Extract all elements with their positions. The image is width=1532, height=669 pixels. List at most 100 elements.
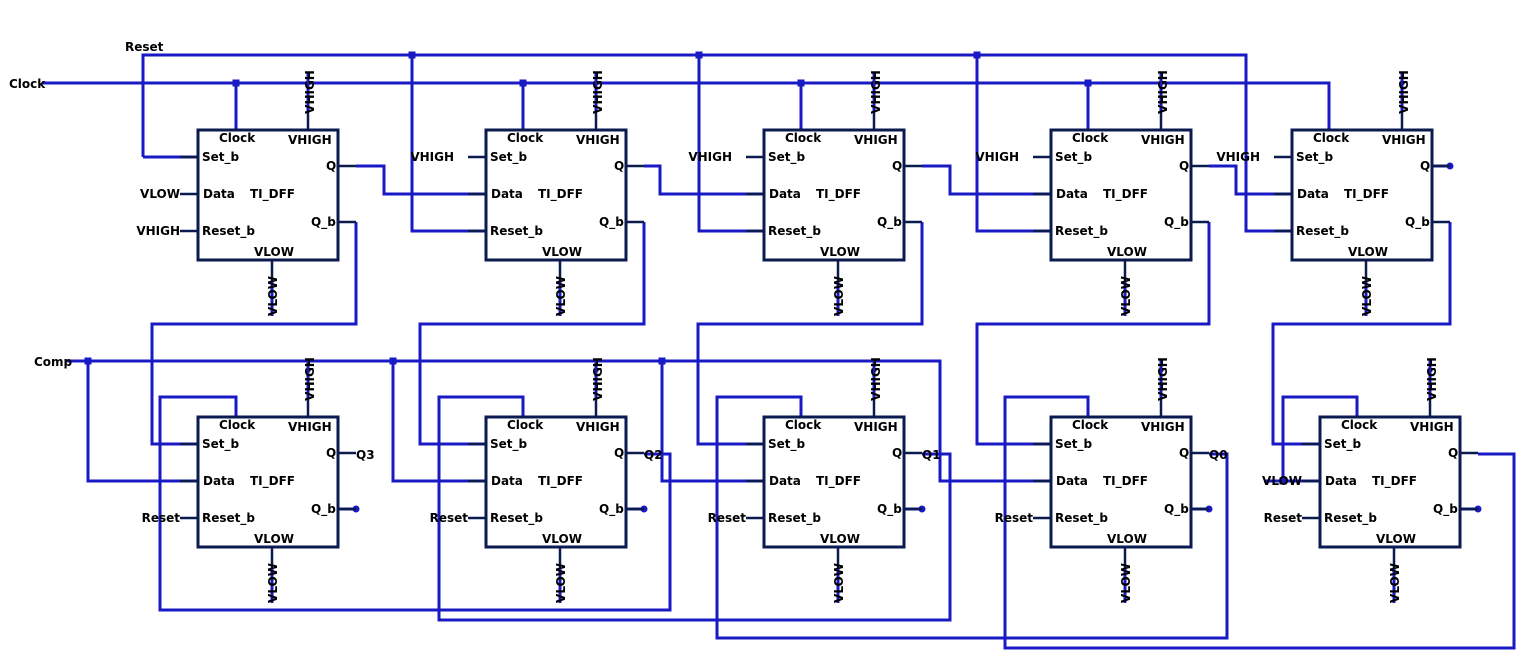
bottom-dff-4-data-label: Data — [1325, 474, 1357, 488]
top-dff-4-clock-label: Clock — [1313, 131, 1350, 145]
bottom-dff-2-reset-b-label: Reset_b — [768, 511, 821, 526]
q-chain-1 — [644, 164, 764, 196]
qb-to-set-2 — [696, 222, 924, 446]
bottom-dff-2-q-label: Q — [892, 446, 902, 460]
q-chain-2 — [922, 164, 1051, 196]
bottom-dff-0-vhigh-label: VHIGH — [288, 420, 332, 434]
top-dff-4-vlow-label: VLOW — [1348, 245, 1388, 259]
top-dff-2-vlow-label: VLOW — [820, 245, 860, 259]
bottom-dff-3-vlow-label: VLOW — [1107, 532, 1147, 546]
bottom-dff-4-data-ext: VLOW — [1262, 474, 1302, 488]
bottom-dff-2-vlow-rail-label: VLOW — [832, 563, 846, 603]
top-dff-3-set-b-ext: VHIGH — [975, 150, 1019, 164]
bottom-dff-0-q-label: Q — [326, 446, 336, 460]
bottom-dff-1-reset-b-label: Reset_b — [490, 511, 543, 526]
bottom-dff-3-q-b-label: Q_b — [1164, 502, 1189, 517]
clk-loop-3 — [1003, 395, 1516, 650]
top-dff-4-reset-b-label: Reset_b — [1296, 224, 1349, 239]
bottom-dff-4-vlow-label: VLOW — [1376, 532, 1416, 546]
bottom-dff-2-clock-label: Clock — [785, 418, 822, 432]
bottom-dff-2-vlow-label: VLOW — [820, 532, 860, 546]
bottom-dff-4-vlow-rail-label: VLOW — [1388, 563, 1402, 603]
bottom-dff-2-data-label: Data — [769, 474, 801, 488]
top-dff-0-vhigh-label: VHIGH — [288, 133, 332, 147]
top-dff-4-vlow-rail-label: VLOW — [1360, 276, 1374, 316]
top-dff-4-vhigh-label: VHIGH — [1382, 133, 1426, 147]
top-dff-1-set-b-label: Set_b — [490, 150, 528, 165]
bottom-dff-4-set-b-label: Set_b — [1324, 437, 1362, 452]
bottom-dff-3-q-label: Q — [1179, 446, 1189, 460]
bottom-dff-1-cell-name: TI_DFF — [538, 474, 583, 489]
top-dff-3-vlow-rail-label: VLOW — [1119, 276, 1133, 316]
reset-drop-1 — [410, 55, 486, 233]
bottom-dff-0-vlow-label: VLOW — [254, 532, 294, 546]
top-dff-0-reset-b-label: Reset_b — [202, 224, 255, 239]
bottom-dff-1-vlow-label: VLOW — [542, 532, 582, 546]
bottom-dff-0-clock-label: Clock — [219, 418, 256, 432]
bottom-dff-2-vhigh-label: VHIGH — [854, 420, 898, 434]
bottom-dff-0-set-b-label: Set_b — [202, 437, 240, 452]
bottom-dff-0-cell-name: TI_DFF — [250, 474, 295, 489]
bottom-dff-4-q-b-label: Q_b — [1433, 502, 1458, 517]
clock-junction-1 — [519, 79, 527, 87]
bottom-dff-3-data-label: Data — [1056, 474, 1088, 488]
clock-net-label: Clock — [9, 77, 46, 91]
bottom-dff-1-q-out-label: Q2 — [644, 448, 663, 462]
top-dff-2-cell-name: TI_DFF — [816, 187, 861, 202]
top-dff-0-data-label: Data — [203, 187, 235, 201]
bottom-dff-2-q-b-label: Q_b — [877, 502, 902, 517]
bottom-dff-3-reset-b-label: Reset_b — [1055, 511, 1108, 526]
top-dff-0-reset-b-ext: VHIGH — [136, 224, 180, 238]
reset-net — [141, 53, 1292, 233]
top-dff-1-vhigh-rail-label: VHIGH — [591, 70, 605, 114]
bottom-dff-1-reset-b-ext: Reset — [430, 511, 469, 525]
comp-net-label: Comp — [34, 355, 73, 369]
bottom-dff-1-data-label: Data — [491, 474, 523, 488]
top-dff-0-vlow-label: VLOW — [254, 245, 294, 259]
top-dff-2-data-label: Data — [769, 187, 801, 201]
bottom-dff-3-q-out-label: Q0 — [1209, 448, 1228, 462]
top-dff-3-clock-label: Clock — [1072, 131, 1109, 145]
top-dff-3-vlow-label: VLOW — [1107, 245, 1147, 259]
bottom-dff-1 — [468, 399, 644, 569]
wires-layer — [42, 51, 1516, 650]
bottom-dff-2-reset-b-ext: Reset — [708, 511, 747, 525]
top-dff-1-set-b-ext: VHIGH — [410, 150, 454, 164]
top-dff-0-set-b-label: Set_b — [202, 150, 240, 165]
bottom-dff-3 — [1033, 399, 1209, 569]
bottom-dff-1-q-b-label: Q_b — [599, 502, 624, 517]
top-dff-4-q-label: Q — [1420, 159, 1430, 173]
bottom-dff-1-clock-label: Clock — [507, 418, 544, 432]
top-dff-4-set-b-label: Set_b — [1296, 150, 1334, 165]
bottom-dff-1-q-label: Q — [614, 446, 624, 460]
top-dff-2-vhigh-rail-label: VHIGH — [869, 70, 883, 114]
top-dff-3-data-label: Data — [1056, 187, 1088, 201]
clk-loop-2 — [715, 395, 1229, 640]
top-dff-2-vhigh-label: VHIGH — [854, 133, 898, 147]
top-dff-1-data-label: Data — [491, 187, 523, 201]
top-dff-4-vhigh-rail-label: VHIGH — [1397, 70, 1411, 114]
bottom-dff-4-cell-name: TI_DFF — [1372, 474, 1417, 489]
top-dff-2-vlow-rail-label: VLOW — [832, 276, 846, 316]
bottom-dff-0-q-b-label: Q_b — [311, 502, 336, 517]
bottom-dff-0-data-label: Data — [203, 474, 235, 488]
bottom-dff-3-set-b-label: Set_b — [1055, 437, 1093, 452]
top-dff-3-cell-name: TI_DFF — [1103, 187, 1148, 202]
comp-drop-2 — [660, 361, 764, 483]
top-dff-0-vlow-rail-label: VLOW — [266, 276, 280, 316]
top-dff-2-q-b-label: Q_b — [877, 215, 902, 230]
clock-junction-0 — [232, 79, 240, 87]
bottom-dff-1-vlow-rail-label: VLOW — [554, 563, 568, 603]
top-dff-1-q-b-label: Q_b — [599, 215, 624, 230]
reset-drop-3 — [975, 55, 1051, 233]
bottom-dff-2 — [746, 399, 922, 569]
top-dff-3-set-b-label: Set_b — [1055, 150, 1093, 165]
top-dff-0-q-label: Q — [326, 159, 336, 173]
clock-junction-3 — [1084, 79, 1092, 87]
top-dff-4-q-b-label: Q_b — [1405, 215, 1430, 230]
bottom-dff-1-vhigh-label: VHIGH — [576, 420, 620, 434]
bottom-dff-2-q-out-label: Q1 — [922, 448, 941, 462]
comp-net — [66, 359, 1051, 483]
top-dff-3-reset-b-label: Reset_b — [1055, 224, 1108, 239]
